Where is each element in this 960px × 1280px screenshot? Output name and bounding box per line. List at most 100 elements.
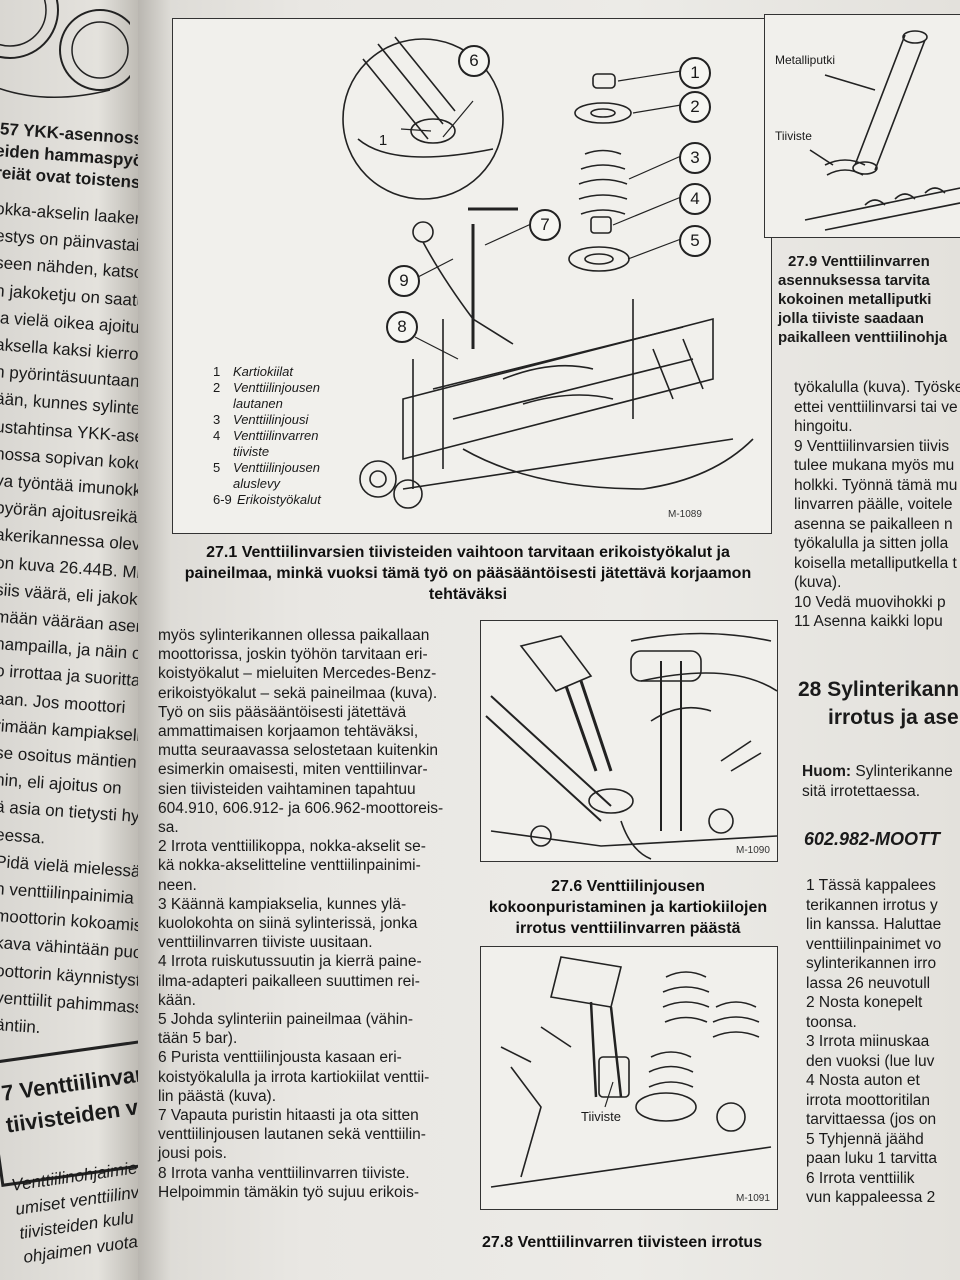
text-line: ään, kunnes sylinteri <box>0 389 140 420</box>
right-text-line: 10 Vedä muovihokki p <box>794 593 946 611</box>
figure-code: M-1091 <box>736 1193 770 1204</box>
legend-text: Kartiokiilat <box>233 364 293 379</box>
caption-line: kokoinen metalliputki <box>778 291 932 308</box>
huom-note: Huom: Sylinterikanne <box>802 762 953 782</box>
figure-27-8-caption: 27.8 Venttiilinvarren tiivisteen irrotus <box>482 1234 763 1251</box>
callout-3: 3 <box>679 142 711 174</box>
figure-27-6: M-1090 <box>480 620 778 862</box>
body-line: 2 Irrota venttiilikoppa, nokka-akselit s… <box>158 838 426 856</box>
huom-label: Huom: <box>802 763 852 780</box>
text-line: n venttiilinpainimia <box>0 878 135 908</box>
body-line: koistyökalut – mieluiten Mercedes-Benz- <box>158 665 437 683</box>
right-text-line: tulee mukana myös mu <box>794 457 955 474</box>
body-line: 5 Johda sylinteriin paineilmaa (vähin- <box>158 1011 414 1029</box>
body-line: neen. <box>158 876 197 894</box>
body-line: lin päästä (kuva). <box>158 1087 277 1105</box>
right-text-line: tarvittaessa (jos on <box>806 1111 937 1128</box>
right-text-line: 3 Irrota miinuskaa <box>806 1033 930 1050</box>
text-line: se osoitus mäntien <box>0 742 138 772</box>
engine-heading: 602.982-MOOTT <box>804 829 941 849</box>
body-line: esimerkin omaisesti, miten venttiilinvar… <box>158 761 428 779</box>
legend-number: 6-9 <box>213 492 232 507</box>
callout-2: 2 <box>679 91 711 123</box>
legend-text: Erikoistyökalut <box>237 492 321 507</box>
body-line: 3 Käännä kampiakselia, kunnes ylä- <box>158 895 407 913</box>
body-line: mutta seuraavassa selostetaan kuitenkin <box>158 742 439 760</box>
legend-text: Venttiilinvarren tiiviste <box>233 428 319 459</box>
body-line: Työ on siis pääsääntöisesti jätettävä <box>158 703 407 721</box>
right-text-line: 4 Nosta auton et <box>806 1072 920 1089</box>
callout-8: 8 <box>386 311 418 343</box>
right-text-line: vun kappaleessa 2 <box>806 1189 936 1206</box>
body-line: kään. <box>158 991 196 1009</box>
right-text-line: terikannen irrotus y <box>806 896 938 914</box>
body-line: Helpoimmin tämäkin työ sujuu erikois- <box>158 1183 420 1201</box>
callout-4: 4 <box>679 183 711 215</box>
figure-27-8-drawing <box>490 956 772 1188</box>
right-text-line: asenna se paikalleen n <box>794 515 953 533</box>
section-28-title-line: 28 Sylinterikann <box>798 678 960 701</box>
figure-27-6-drawing <box>485 632 777 860</box>
callout-7: 7 <box>529 209 561 241</box>
right-text-line: paan luku 1 tarvitta <box>806 1150 937 1167</box>
caption-line: asennuksessa tarvita <box>778 272 930 289</box>
huom-note-line-2: sitä irrotettaessa. <box>802 783 921 800</box>
legend-item: 3 Venttiilinjousi <box>213 412 353 428</box>
right-text-line: lassa 26 neuvotull <box>806 974 931 992</box>
callout-9: 9 <box>388 265 420 297</box>
right-text-line: linvarren päälle, voitele <box>794 496 953 513</box>
legend-item: 1 Kartiokiilat <box>213 364 353 380</box>
figure-label-seal: Tiiviste <box>581 1109 621 1124</box>
legend-number: 1 <box>213 364 221 379</box>
body-line: tään 5 bar). <box>158 1030 238 1048</box>
legend-text: Venttiilinjousi <box>233 412 309 427</box>
right-text-line: venttiilinpainimet vo <box>806 935 942 953</box>
right-text-line: 5 Tyhjennä jäähd <box>806 1130 924 1148</box>
right-text-line: työkalulla ja sitten jolla <box>794 535 949 552</box>
text-line: eessa. <box>0 824 46 848</box>
right-text-line: ettei venttiilinvarsi tai ve <box>794 398 958 416</box>
section-28-title-line: irrotus ja ase <box>828 706 959 729</box>
callout-6: 6 <box>458 45 490 77</box>
body-line: kuolokohta on siinä sylinterissä, jonka <box>158 915 418 933</box>
text-line: äntiin. <box>0 1014 42 1038</box>
body-line: jousi pois. <box>158 1145 227 1163</box>
legend-number: 2 <box>213 380 221 395</box>
figure-27-9-drawing <box>804 30 960 231</box>
figure-code: M-1090 <box>736 845 770 856</box>
body-line: ammattimaisen korjaamon tehtäväksi, <box>158 723 419 741</box>
text-line: n pyörintäsuuntaan <box>0 362 140 392</box>
body-line: ilma-adapteri paikalleen suuttimen rei- <box>158 972 420 990</box>
body-line: 8 Irrota vanha venttiilinvarren tiiviste… <box>158 1164 410 1182</box>
right-text-line: lin kanssa. Haluttae <box>806 916 942 933</box>
legend-item: 6-9 Erikoistyökalut <box>213 492 353 508</box>
right-text-line: koisella metalliputkella t <box>794 554 957 572</box>
caption-line: jolla tiiviste saadaan <box>778 310 924 327</box>
text-line: kava vähintään puoli <box>0 933 140 964</box>
right-text-line: holkki. Työnnä tämä mu <box>794 476 958 494</box>
right-text-line: työkalulla (kuva). Työske <box>794 379 960 396</box>
figure-27-9: Metalliputki Tiiviste <box>764 14 960 238</box>
figure-27-6-caption: 27.6 Venttiilinjousen kokoonpuristaminen… <box>488 878 768 937</box>
body-line: moottorissa, joskin työhön tarvitaan eri… <box>158 646 428 664</box>
figure-27-1-drawing <box>342 36 754 509</box>
body-line: erikoistyökalut – sekä paineilmaa (kuva)… <box>158 684 438 702</box>
body-line: sien tiivisteiden vaihtaminen tapahtuu <box>158 780 416 798</box>
left-page: .57 YKK-asennoss eiden hammaspyörän reiä… <box>0 0 140 1280</box>
figure-code: M-1089 <box>668 509 702 520</box>
caption-line: paikalleen venttiilinohja <box>778 329 948 346</box>
right-text-line: 6 Irrota venttiilik <box>806 1169 915 1187</box>
right-text-line: 9 Venttiilinvarsien tiivis <box>794 437 950 455</box>
text-line: o irrottaa ja suorittaa <box>0 661 140 692</box>
figure-27-8: Tiiviste M-1091 <box>480 946 778 1210</box>
text-line: rimään kampiakselia <box>0 715 140 746</box>
legend-number: 3 <box>213 412 221 427</box>
body-line: sa. <box>158 819 179 837</box>
callout-5: 5 <box>679 225 711 257</box>
body-line: 4 Irrota ruiskutussuutin ja kierrä paine… <box>158 953 422 971</box>
